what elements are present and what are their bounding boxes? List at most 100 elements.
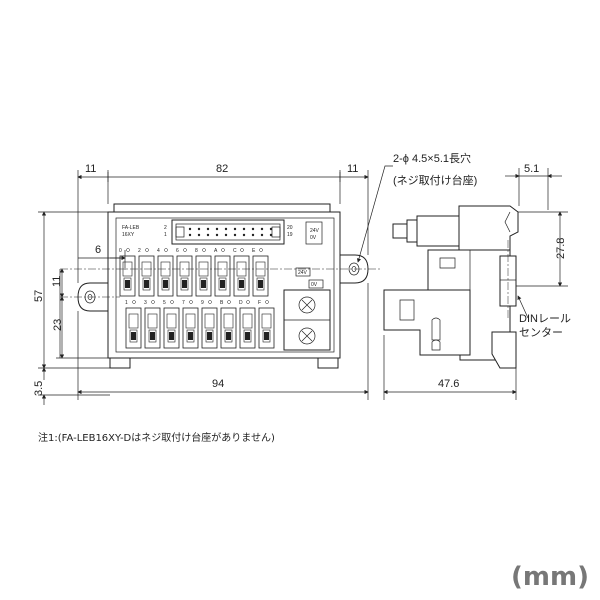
connector-pin: [215, 233, 219, 237]
connector-pin: [269, 233, 273, 237]
terminal-led: [202, 248, 206, 252]
inner-panel: [115, 217, 335, 353]
dim-total-width: 94: [212, 378, 224, 390]
spring-terminal: [125, 307, 142, 349]
spring-terminal: [220, 307, 237, 349]
terminal-led: [170, 300, 174, 304]
hole-note: (ネジ取付け台座): [393, 173, 477, 187]
pin-label-20: 20: [287, 225, 293, 231]
connector-pin: [233, 227, 237, 231]
v24-box: [295, 267, 311, 277]
pin-label-19: 19: [287, 232, 293, 238]
terminal-label: C: [233, 248, 237, 254]
connector-pin: [251, 233, 255, 237]
spring-terminal: [239, 307, 256, 349]
connector-pin: [197, 233, 201, 237]
terminal-led: [183, 248, 187, 252]
terminal-label: F: [258, 300, 261, 306]
terminal-label: 2: [138, 248, 141, 254]
terminal-led: [126, 248, 130, 252]
terminal-led: [227, 300, 231, 304]
model-label-line1: FA-LEB: [122, 225, 140, 231]
terminal-led: [164, 248, 168, 252]
top-ledge: [113, 203, 331, 213]
unit-label: (mm): [511, 562, 589, 592]
terminal-label: 8: [195, 248, 198, 254]
spring-terminal: [144, 307, 161, 349]
spring-terminal: [258, 307, 275, 349]
model-label-line2: 16XY: [122, 232, 135, 238]
dim-side-depth: 47.6: [438, 378, 459, 390]
connector-pin: [206, 233, 210, 237]
connector-pin: [206, 227, 210, 231]
terminal-label: 6: [176, 248, 179, 254]
ribbon-connector: [171, 219, 285, 245]
terminal-led: [208, 300, 212, 304]
spring-terminal: [195, 255, 212, 297]
terminal-led: [189, 300, 193, 304]
din-label-line1: DINレール: [519, 313, 571, 325]
side-dimensions: 5.1 27.8 47.6 DINレール センター: [383, 163, 571, 400]
dim-side-offset: 5.1: [524, 163, 539, 175]
terminal-led: [132, 300, 136, 304]
connector-pin: [188, 233, 192, 237]
terminal-led: [221, 248, 225, 252]
spring-terminal: [157, 255, 174, 297]
terminal-label: 3: [144, 300, 147, 306]
connector-pin: [242, 233, 246, 237]
side-view: [383, 205, 519, 369]
terminal-label: 5: [163, 300, 166, 306]
terminal-led: [240, 248, 244, 252]
spring-terminal: [163, 307, 180, 349]
connector-pin: [242, 227, 246, 231]
power-terminal-top: [305, 221, 323, 245]
spring-terminal: [201, 307, 218, 349]
connector-pin: [233, 233, 237, 237]
v0-box: [308, 279, 324, 289]
terminal-label: 1: [125, 300, 128, 306]
dim-pitch-6: 6: [95, 244, 101, 256]
spring-terminal: [119, 255, 136, 297]
pin-label-2: 2: [164, 225, 167, 231]
right-foot: [317, 357, 339, 369]
terminal-led: [151, 300, 155, 304]
spring-terminal: [233, 255, 250, 297]
front-dimensions: 11 82 11 2-ϕ 4.5×5.1長穴 (ネジ取付け台座) 6 57 11…: [33, 151, 477, 405]
footnote: 注1:(FA-LEB16XY-Dはネジ取付け台座がありません): [38, 431, 275, 444]
v24-label-b: 24V: [298, 270, 308, 276]
spring-terminal: [252, 255, 269, 297]
terminal-label: B: [220, 300, 224, 306]
v0-label-a: 0V: [310, 235, 317, 241]
dim-total-height: 57: [33, 290, 45, 302]
spring-terminal: [214, 255, 231, 297]
terminal-label: 4: [157, 248, 160, 254]
connector-pin: [269, 227, 273, 231]
dim-mid-23: 23: [52, 319, 64, 331]
connector-pin: [224, 233, 228, 237]
pin-label-1: 1: [164, 232, 167, 238]
terminal-led: [259, 248, 263, 252]
spring-terminal: [182, 307, 199, 349]
dim-mid-11: 11: [51, 276, 63, 287]
spring-terminal: [138, 255, 155, 297]
left-foot: [109, 357, 131, 369]
v0-label-b: 0V: [311, 282, 318, 288]
terminal-label: E: [252, 248, 256, 254]
terminal-label: 9: [201, 300, 204, 306]
v24-label-a: 24V: [310, 228, 320, 234]
hole-spec: 2-ϕ 4.5×5.1長穴: [393, 151, 471, 165]
dim-bottom-3-5: 3.5: [33, 381, 45, 396]
din-label-line2: センター: [519, 326, 563, 339]
connector-pin: [197, 227, 201, 231]
dim-body-width: 82: [216, 163, 228, 175]
terminal-label: D: [239, 300, 243, 306]
dim-right-margin: 11: [347, 163, 358, 175]
connector-pin: [260, 227, 264, 231]
connector-pin: [215, 227, 219, 231]
spring-terminal: [176, 255, 193, 297]
connector-pin: [260, 233, 264, 237]
